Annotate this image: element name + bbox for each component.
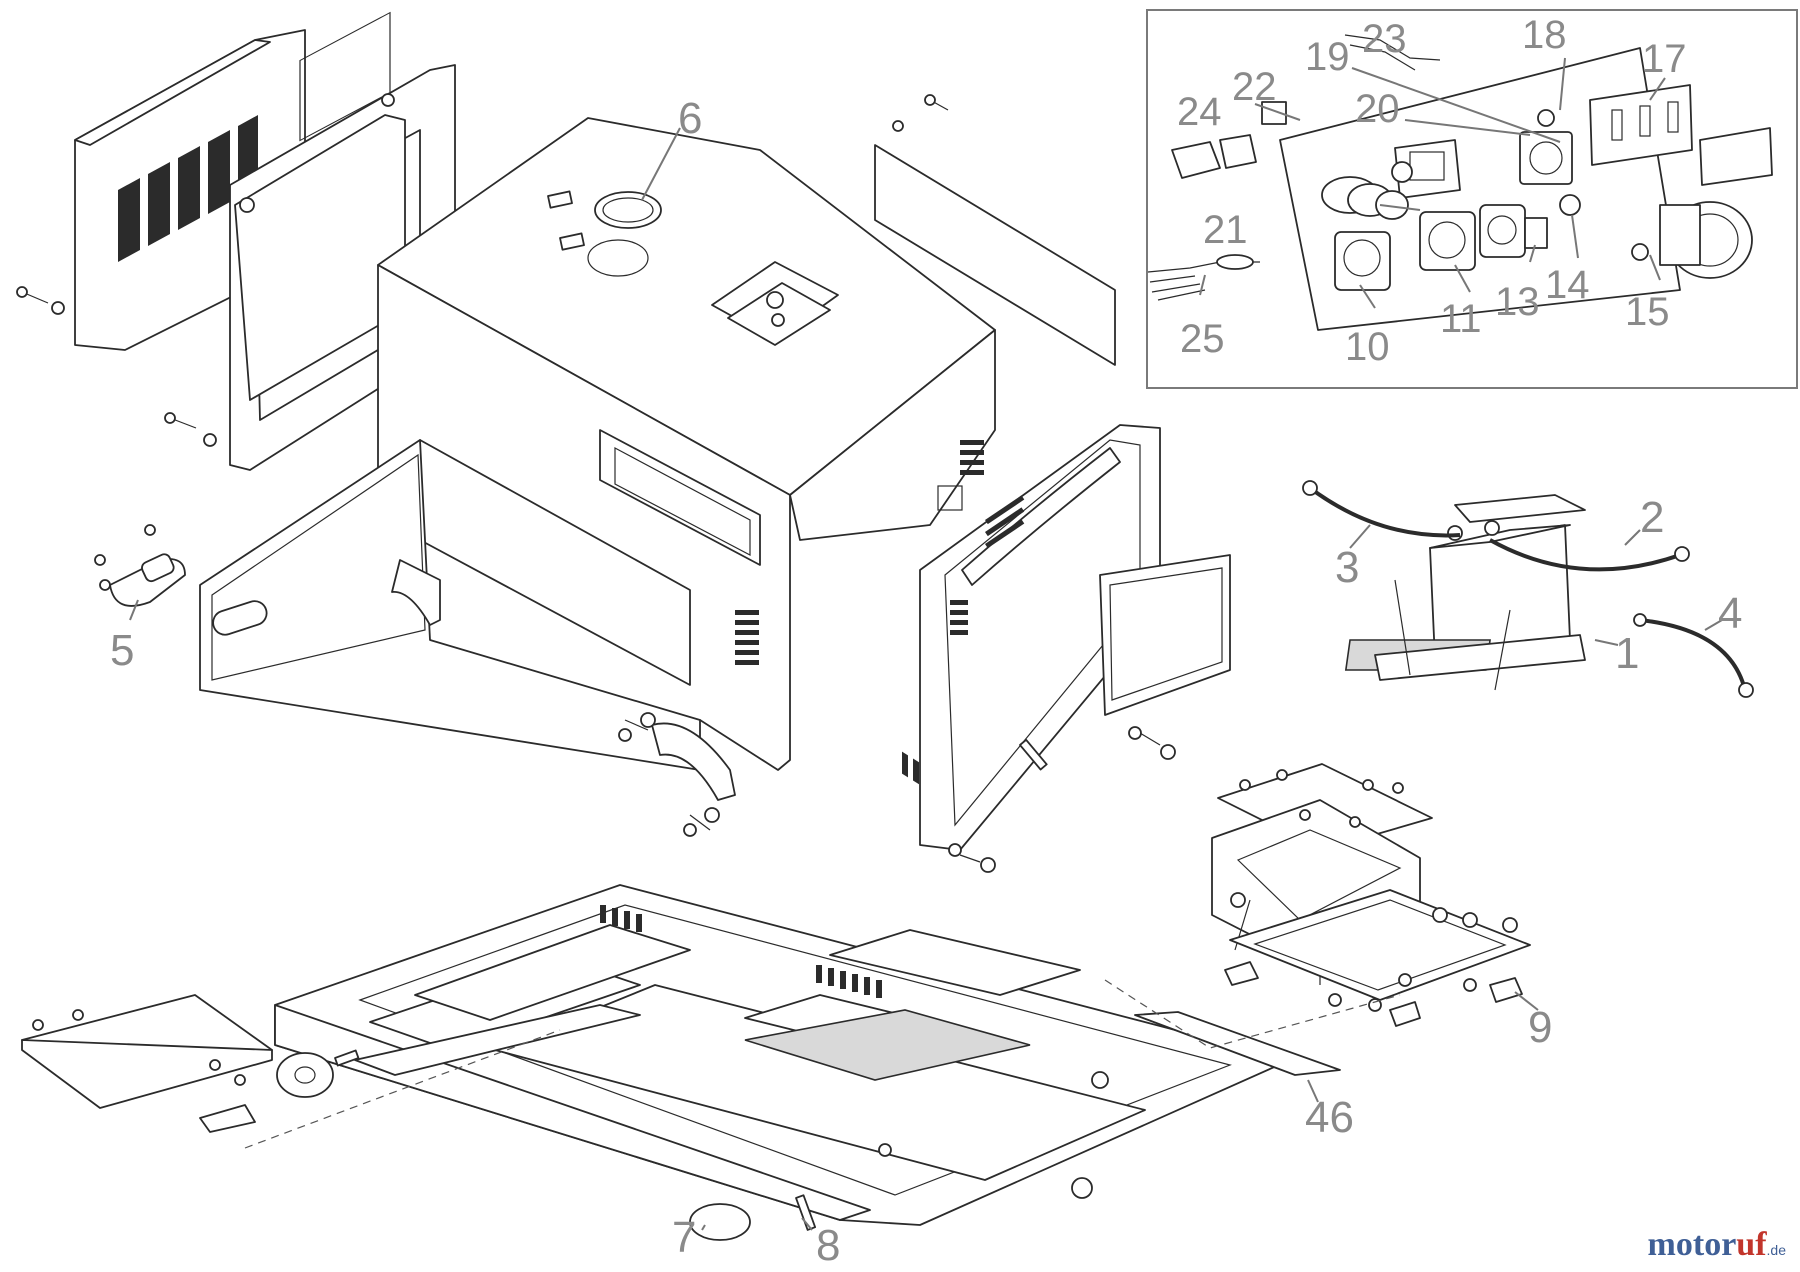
bolts-left <box>16 286 217 447</box>
battery-mount-bracket: 9 <box>1211 763 1552 1052</box>
assembly-line-left <box>244 1029 561 1149</box>
callout-14: 14 <box>1545 263 1590 307</box>
rubber-feet: 7 8 <box>276 1049 1093 1270</box>
inspection-cover <box>1099 554 1231 716</box>
block-22 <box>1261 101 1287 125</box>
callout-22: 22 <box>1232 65 1277 109</box>
socket-11b <box>1479 204 1526 258</box>
side-rail-46: 46 <box>1134 1011 1354 1142</box>
left-access-door <box>199 439 701 771</box>
socket-11 <box>1419 211 1476 271</box>
callout-2: 2 <box>1640 493 1664 542</box>
callout-9: 9 <box>1528 1003 1552 1052</box>
callout-25: 25 <box>1180 317 1225 361</box>
callout-3: 3 <box>1335 543 1359 592</box>
callout-11: 11 <box>1440 297 1482 341</box>
wiring-25-connector <box>1216 254 1254 270</box>
control-panel-inset: 19 22 24 23 18 17 20 21 10 11 13 14 15 2… <box>1146 9 1798 389</box>
battery-clamp <box>1454 494 1586 523</box>
wiring-25 <box>1147 261 1260 301</box>
callout-21: 21 <box>1203 208 1248 252</box>
battery-tray <box>1374 634 1586 681</box>
callout-20: 20 <box>1355 87 1400 131</box>
switch-13 <box>1524 217 1548 249</box>
wire-harness-23 <box>1344 34 1441 71</box>
lifting-handles <box>618 712 736 837</box>
callout-13: 13 <box>1495 280 1540 324</box>
callout-17: 17 <box>1642 37 1687 81</box>
callout-1: 1 <box>1615 629 1639 678</box>
bolts-right <box>948 726 1176 873</box>
socket-10 <box>1334 231 1391 291</box>
callout-23: 23 <box>1362 17 1407 61</box>
callout-5: 5 <box>110 626 134 675</box>
callout-8: 8 <box>816 1221 840 1270</box>
callout-24: 24 <box>1177 90 1222 134</box>
callout-46: 46 <box>1305 1093 1354 1142</box>
callout-6: 6 <box>678 94 702 143</box>
side-opening <box>599 429 761 566</box>
left-foot-bracket <box>21 994 273 1133</box>
meter-20 <box>1391 139 1461 199</box>
brand-logo: motoruf.de <box>1647 1226 1786 1263</box>
base-frame <box>274 884 1291 1226</box>
handle-5: 5 <box>94 524 186 675</box>
callout-19: 19 <box>1305 35 1350 79</box>
right-end-panel <box>919 424 1231 851</box>
relay-24 <box>1171 134 1257 179</box>
callout-18: 18 <box>1522 13 1567 57</box>
main-enclosure <box>377 117 996 771</box>
battery-group: 3 2 1 4 <box>1302 480 1754 698</box>
plug-21 <box>1321 176 1409 220</box>
callout-4: 4 <box>1718 589 1742 638</box>
callout-15: 15 <box>1625 290 1670 334</box>
indicator-14 <box>1559 194 1581 216</box>
connector-15 <box>1631 201 1753 279</box>
callout-10: 10 <box>1345 325 1390 369</box>
callout-7: 7 <box>672 1213 696 1262</box>
assembly-line-right <box>1104 979 1401 1049</box>
switch-18 <box>1519 109 1573 185</box>
